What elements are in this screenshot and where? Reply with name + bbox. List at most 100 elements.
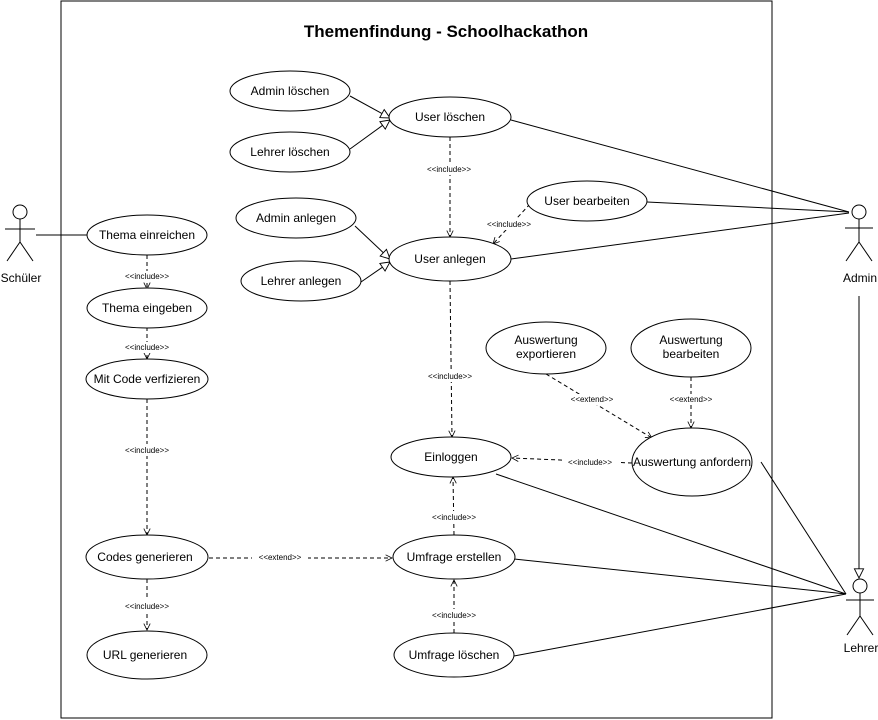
- association-lehrer-umfrage-loeschen: [513, 593, 847, 657]
- use-case-shape: [86, 630, 208, 680]
- label-bg: [118, 342, 176, 353]
- use-case-user-anlegen[interactable]: User anlegen: [388, 236, 512, 282]
- use-case-lehrer-anlegen[interactable]: Lehrer anlegen: [240, 260, 362, 302]
- include-label: <<include>>: [432, 611, 476, 620]
- actor-admin[interactable]: Admin: [843, 204, 877, 285]
- label-bg: [118, 600, 176, 612]
- association-lehrer-umfrage-erstellen: [513, 558, 847, 595]
- use-case-label: Admin löschen: [251, 84, 330, 98]
- include-auswertung-einloggen: [512, 458, 633, 464]
- stick-figure-icon: [846, 578, 874, 636]
- association-admin-user-loeschen: [510, 119, 850, 213]
- actor-label: Lehrer: [844, 641, 878, 655]
- actor-label: Schüler: [1, 271, 42, 285]
- use-case-shape: [392, 534, 516, 580]
- use-case-label-line2: bearbeiten: [663, 347, 720, 361]
- actor-label: Admin: [843, 271, 877, 285]
- use-case-shape: [390, 436, 512, 478]
- include-label: <<include>>: [125, 272, 169, 281]
- extend-label: <<extend>>: [670, 395, 713, 404]
- use-case-shape: [631, 427, 753, 497]
- use-case-umfrage-loeschen[interactable]: Umfrage löschen: [393, 632, 515, 678]
- use-case-einloggen[interactable]: Einloggen: [390, 436, 512, 478]
- association-lehrer-auswertung-anfordern: [760, 461, 847, 595]
- use-case-auswertung-anfordern[interactable]: Auswertung anfordern: [631, 427, 753, 497]
- include-label: <<include>>: [125, 343, 169, 352]
- use-case-user-bearbeiten[interactable]: User bearbeiten: [526, 180, 648, 222]
- use-case-shape: [393, 632, 515, 678]
- use-case-label: URL generieren: [103, 648, 187, 662]
- label-bg: [566, 394, 618, 405]
- use-case-shape: [630, 318, 752, 378]
- system-boundary: [60, 0, 773, 719]
- dependency-labels: <<include>> <<include>> <<include>> <<in…: [118, 163, 717, 621]
- label-bg: [420, 163, 478, 175]
- use-case-thema-eingeben[interactable]: Thema eingeben: [86, 287, 208, 329]
- use-case-label-line1: Auswertung: [514, 333, 577, 347]
- use-case-label: Thema eingeben: [102, 301, 192, 315]
- generalization-lehrer-anlegen: [360, 262, 390, 283]
- label-bg: [425, 609, 483, 621]
- include-label: <<include>>: [487, 220, 531, 229]
- use-case-label: Einloggen: [424, 450, 477, 464]
- diagram-title: Themenfindung - Schoolhackathon: [304, 22, 588, 41]
- use-case-label: Umfrage löschen: [409, 648, 500, 662]
- use-case-label: Codes generieren: [97, 550, 192, 564]
- use-case-shape: [485, 321, 607, 375]
- include-label: <<include>>: [432, 513, 476, 522]
- use-case-label-line2: exportieren: [516, 347, 576, 361]
- use-case-shape: [229, 70, 351, 112]
- use-case-label: User anlegen: [414, 252, 485, 266]
- use-case-shape: [86, 214, 208, 256]
- label-bg: [425, 511, 483, 523]
- use-case-shape: [388, 236, 512, 282]
- actor-lehrer[interactable]: Lehrer: [844, 578, 878, 655]
- use-case-mit-code-verfizieren[interactable]: Mit Code verfizieren: [85, 358, 209, 400]
- include-user-anlegen-einloggen: [450, 280, 452, 437]
- use-case-label: Mit Code verfizieren: [94, 372, 201, 386]
- use-case-shape: [85, 534, 209, 580]
- label-bg: [252, 552, 308, 563]
- use-case-umfrage-erstellen[interactable]: Umfrage erstellen: [392, 534, 516, 580]
- use-case-url-generieren[interactable]: URL generieren: [86, 630, 208, 680]
- use-case-label: Lehrer anlegen: [261, 274, 342, 288]
- use-case-shape: [388, 96, 512, 138]
- label-bg: [118, 444, 176, 456]
- use-case-label: User löschen: [415, 110, 485, 124]
- use-case-shape: [86, 287, 208, 329]
- use-case-admin-anlegen[interactable]: Admin anlegen: [235, 197, 357, 239]
- use-case-admin-loeschen[interactable]: Admin löschen: [229, 70, 351, 112]
- association-admin-user-bearbeiten: [646, 201, 850, 213]
- use-case-user-loeschen[interactable]: User löschen: [388, 96, 512, 138]
- generalization-admin-anlegen: [354, 225, 390, 259]
- use-case-label: Thema einreichen: [99, 228, 195, 242]
- actor-schueler[interactable]: Schüler: [1, 204, 42, 285]
- extend-label: <<extend>>: [571, 395, 614, 404]
- use-case-shape: [229, 131, 351, 173]
- use-case-thema-einreichen[interactable]: Thema einreichen: [86, 214, 208, 256]
- use-case-shape: [85, 358, 209, 400]
- generalization-lehrer-loeschen: [349, 120, 390, 150]
- use-case-codes-generieren[interactable]: Codes generieren: [85, 534, 209, 580]
- use-case-auswertung-exportieren[interactable]: Auswertung exportieren: [485, 321, 607, 375]
- include-label: <<include>>: [125, 602, 169, 611]
- label-bg: [665, 394, 717, 405]
- use-case-shape: [526, 180, 648, 222]
- label-bg: [420, 370, 478, 382]
- use-case-shape: [235, 197, 357, 239]
- use-case-label: Umfrage erstellen: [407, 550, 502, 564]
- use-case-label: Lehrer löschen: [250, 145, 329, 159]
- use-case-auswertung-bearbeiten[interactable]: Auswertung bearbeiten: [630, 318, 752, 378]
- label-bg: [482, 219, 536, 230]
- use-case-label: Admin anlegen: [256, 211, 336, 225]
- include-label: <<include>>: [428, 372, 472, 381]
- use-case-lehrer-loeschen[interactable]: Lehrer löschen: [229, 131, 351, 173]
- generalizations: [349, 95, 859, 578]
- association-lehrer-einloggen: [495, 473, 847, 595]
- use-case-label: Auswertung anfordern: [633, 455, 751, 469]
- label-bg: [118, 271, 176, 282]
- generalization-admin-loeschen: [349, 95, 390, 118]
- use-case-shape: [240, 260, 362, 302]
- include-label: <<include>>: [427, 165, 471, 174]
